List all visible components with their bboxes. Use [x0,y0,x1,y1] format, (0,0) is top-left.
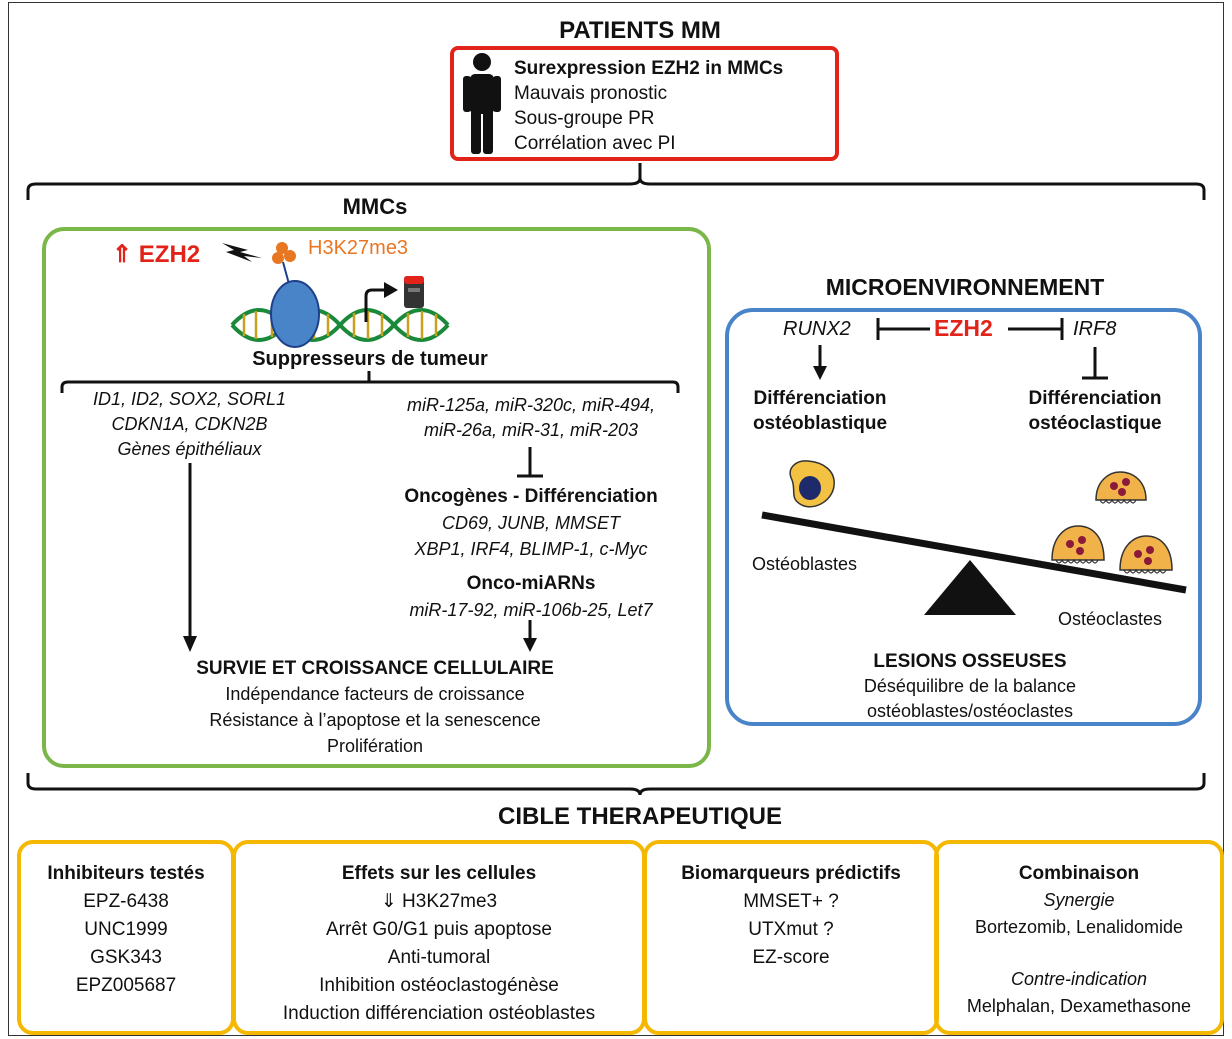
diff-osteoclast-1: Différenciation [1028,388,1162,409]
survie-line2: Résistance à l’apoptose et la senescence [209,710,541,730]
ezh2-inhibit-irf8 [1008,318,1064,340]
ezh2-up-label: ⇑ EZH2 [112,241,201,268]
contre-indication-drugs: Melphalan, Dexamethasone [966,996,1192,1016]
patients-line1: Surexpression EZH2 in MMCs [514,58,784,79]
patients-box [450,46,839,161]
bottom-bracket [26,773,1206,796]
inhibiteur-item: EPZ005687 [75,975,177,996]
suppressor-bracket [60,371,680,393]
oncomir-line1: miR-17-92, miR-106b-25, Let7 [409,600,653,620]
effet-item: Anti-tumoral [387,947,491,968]
oncogenes-line2: XBP1, IRF4, BLIMP-1, c-Myc [414,539,648,559]
effet-item: Induction différenciation ostéoblastes [282,1003,596,1024]
biomarqueur-item: UTXmut ? [748,919,834,940]
osteoblast-cell-icon [789,460,835,508]
transcription-arrow-icon [364,288,386,322]
micro-box [725,308,1202,726]
inhibiteur-item: EPZ-6438 [83,891,169,912]
balance-fulcrum [924,560,1016,615]
lesions-title: LESIONS OSSEUSES [873,651,1067,672]
osteoclast-cell-icon [1119,535,1173,574]
inhibiteurs-title: Inhibiteurs testés [47,863,205,884]
ezh2-inhibit-runx2 [876,318,930,340]
mirs-line1: miR-125a, miR-320c, miR-494, [406,395,656,415]
inhibiteur-item: UNC1999 [84,919,168,940]
oncomir-title: Onco-miARNs [466,573,596,594]
genes-line2: CDKN1A, CDKN2B [111,414,268,434]
patients-title: PATIENTS MM [559,17,721,44]
genes-line3: Gènes épithéliaux [117,439,262,459]
effets-box: Effets sur les cellules ⇓ H3K27me3 Arrêt… [232,840,646,1035]
osteoclastes-label: Ostéoclastes [1058,609,1163,629]
biomarqueur-item: MMSET+ ? [743,891,839,912]
osteoblastes-label: Ostéoblastes [752,554,858,574]
effet-item: Inhibition ostéoclastogénèse [319,975,559,996]
contre-indication-label: Contre-indication [1010,969,1148,989]
survie-title: SURVIE ET CROISSANCE CELLULAIRE [196,658,554,679]
figure-frame [8,2,1224,1036]
biomarqueurs-box: Biomarqueurs prédictifs MMSET+ ? UTXmut … [643,840,939,1035]
lesions-line2: ostéoblastes/ostéoclastes [866,701,1074,721]
oncogenes-title: Oncogènes - Différenciation [404,486,658,507]
cible-title: CIBLE THERAPEUTIQUE [497,803,782,830]
inhibition-icon [517,447,543,478]
arrow-down-icon [523,638,537,652]
inhibiteurs-box: Inhibiteurs testés EPZ-6438 UNC1999 GSK3… [17,840,235,1035]
irf8-label: IRF8 [1073,318,1117,340]
mmc-box [42,227,711,768]
oncogenes-line1: CD69, JUNB, MMSET [441,513,621,533]
lesions-line1: Déséquilibre de la balance [863,676,1077,696]
lightning-icon [222,243,262,262]
survie-line3: Prolifération [326,736,424,756]
diff-osteoblast-1: Différenciation [753,388,887,409]
ezh2-label: EZH2 [934,315,993,341]
micro-title: MICROENVIRONNEMENT [825,274,1105,300]
diff-osteoblast-2: ostéoblastique [752,413,888,434]
survie-line1: Indépendance facteurs de croissance [225,684,525,704]
biomarqueur-item: EZ-score [752,947,830,968]
synergie-label: Synergie [1043,890,1115,910]
trash-icon [404,276,424,308]
person-icon [463,53,501,154]
effet-item: ⇓ H3K27me3 [380,891,498,912]
mirs-line2: miR-26a, miR-31, miR-203 [423,420,639,440]
patients-line2: Mauvais pronostic [514,83,668,104]
balance-beam [761,511,1187,594]
effet-item: Arrêt G0/G1 puis apoptose [325,919,552,940]
inhibiteur-item: GSK343 [90,947,162,968]
effets-title: Effets sur les cellules [341,863,537,884]
combinaison-title: Combinaison [1018,863,1140,884]
patients-line4: Corrélation avec PI [514,133,676,154]
synergie-drugs: Bortezomib, Lenalidomide [974,917,1184,937]
suppresseurs-label: Suppresseurs de tumeur [252,348,488,370]
inhibition-icon [1082,347,1108,380]
nucleosome-icon [270,280,320,348]
combinaison-box: Combinaison Synergie Bortezomib, Lenalid… [934,840,1224,1035]
osteoclast-cell-icon [1051,525,1105,564]
top-bracket [26,163,1206,200]
mmc-title: MMCs [342,194,408,219]
arrow-down-icon [813,366,827,380]
biomarqueurs-title: Biomarqueurs prédictifs [681,863,901,884]
methyl-marks-icon [272,242,296,264]
runx2-label: RUNX2 [783,318,851,340]
osteoclast-cell-icon [1095,471,1147,504]
h3k27me3-label: H3K27me3 [308,237,409,259]
patients-line3: Sous-groupe PR [514,108,655,129]
arrow-down-icon [183,636,197,652]
diff-osteoclast-2: ostéoclastique [1028,413,1162,434]
genes-line1: ID1, ID2, SOX2, SORL1 [92,389,287,409]
